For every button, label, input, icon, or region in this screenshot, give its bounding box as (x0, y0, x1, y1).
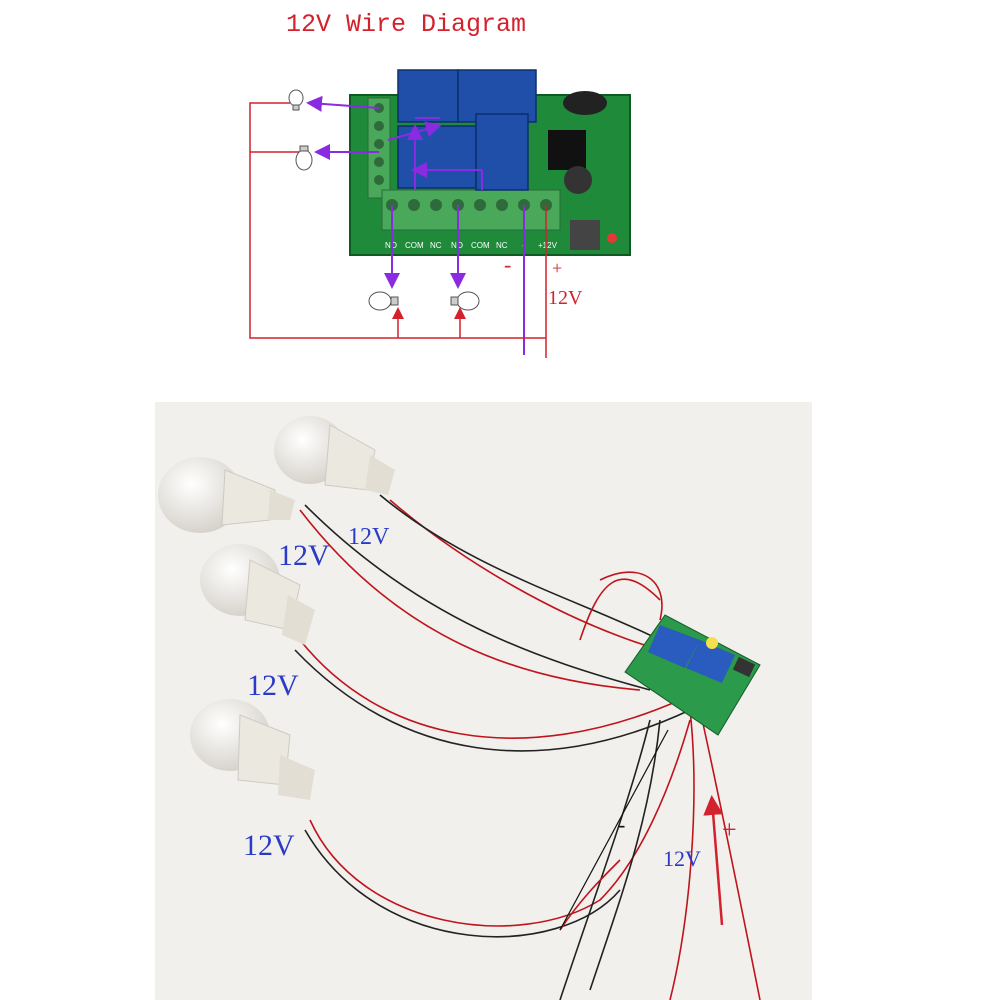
power-wires (249, 102, 547, 358)
diagram-title: 12V Wire Diagram (286, 10, 527, 39)
bulb-icon (450, 291, 480, 311)
bulb-voltage-label: 12V (278, 539, 330, 572)
photo-bulb-icon (158, 457, 295, 533)
bulb-voltage-label: 12V (247, 669, 299, 702)
plus-label: + (552, 258, 562, 278)
terminal-label: +12V (538, 241, 558, 250)
bulb-icon (288, 89, 304, 111)
led-indicator-icon (607, 233, 617, 243)
relay-output-wires (306, 95, 525, 355)
terminal-label: COM (405, 241, 424, 250)
photo-relay-board (624, 614, 761, 736)
terminal-label: NC (496, 241, 508, 250)
photo-bulb-icon (274, 416, 395, 495)
negative-pointer (559, 729, 669, 931)
positive-arrow-icon (703, 795, 724, 926)
photo-bulb-icon (190, 699, 315, 800)
minus-label: - (504, 252, 511, 277)
receiver-components (548, 91, 617, 250)
photo-wires (294, 494, 761, 1000)
minus-label: - (618, 812, 625, 837)
photo-bulb-icon (200, 544, 315, 645)
relay-modules (397, 69, 537, 191)
terminal-label: NC (430, 241, 442, 250)
supply-voltage-label: 12V (548, 287, 583, 309)
terminal-label: COM (471, 241, 490, 250)
bulb-voltage-label: 12V (348, 524, 390, 550)
bulb-icon (368, 291, 399, 311)
supply-voltage-label: 12V (663, 846, 701, 871)
bulb-voltage-label: 12V (243, 829, 295, 862)
plus-label: + (722, 815, 737, 844)
bulb-icon (295, 145, 313, 171)
